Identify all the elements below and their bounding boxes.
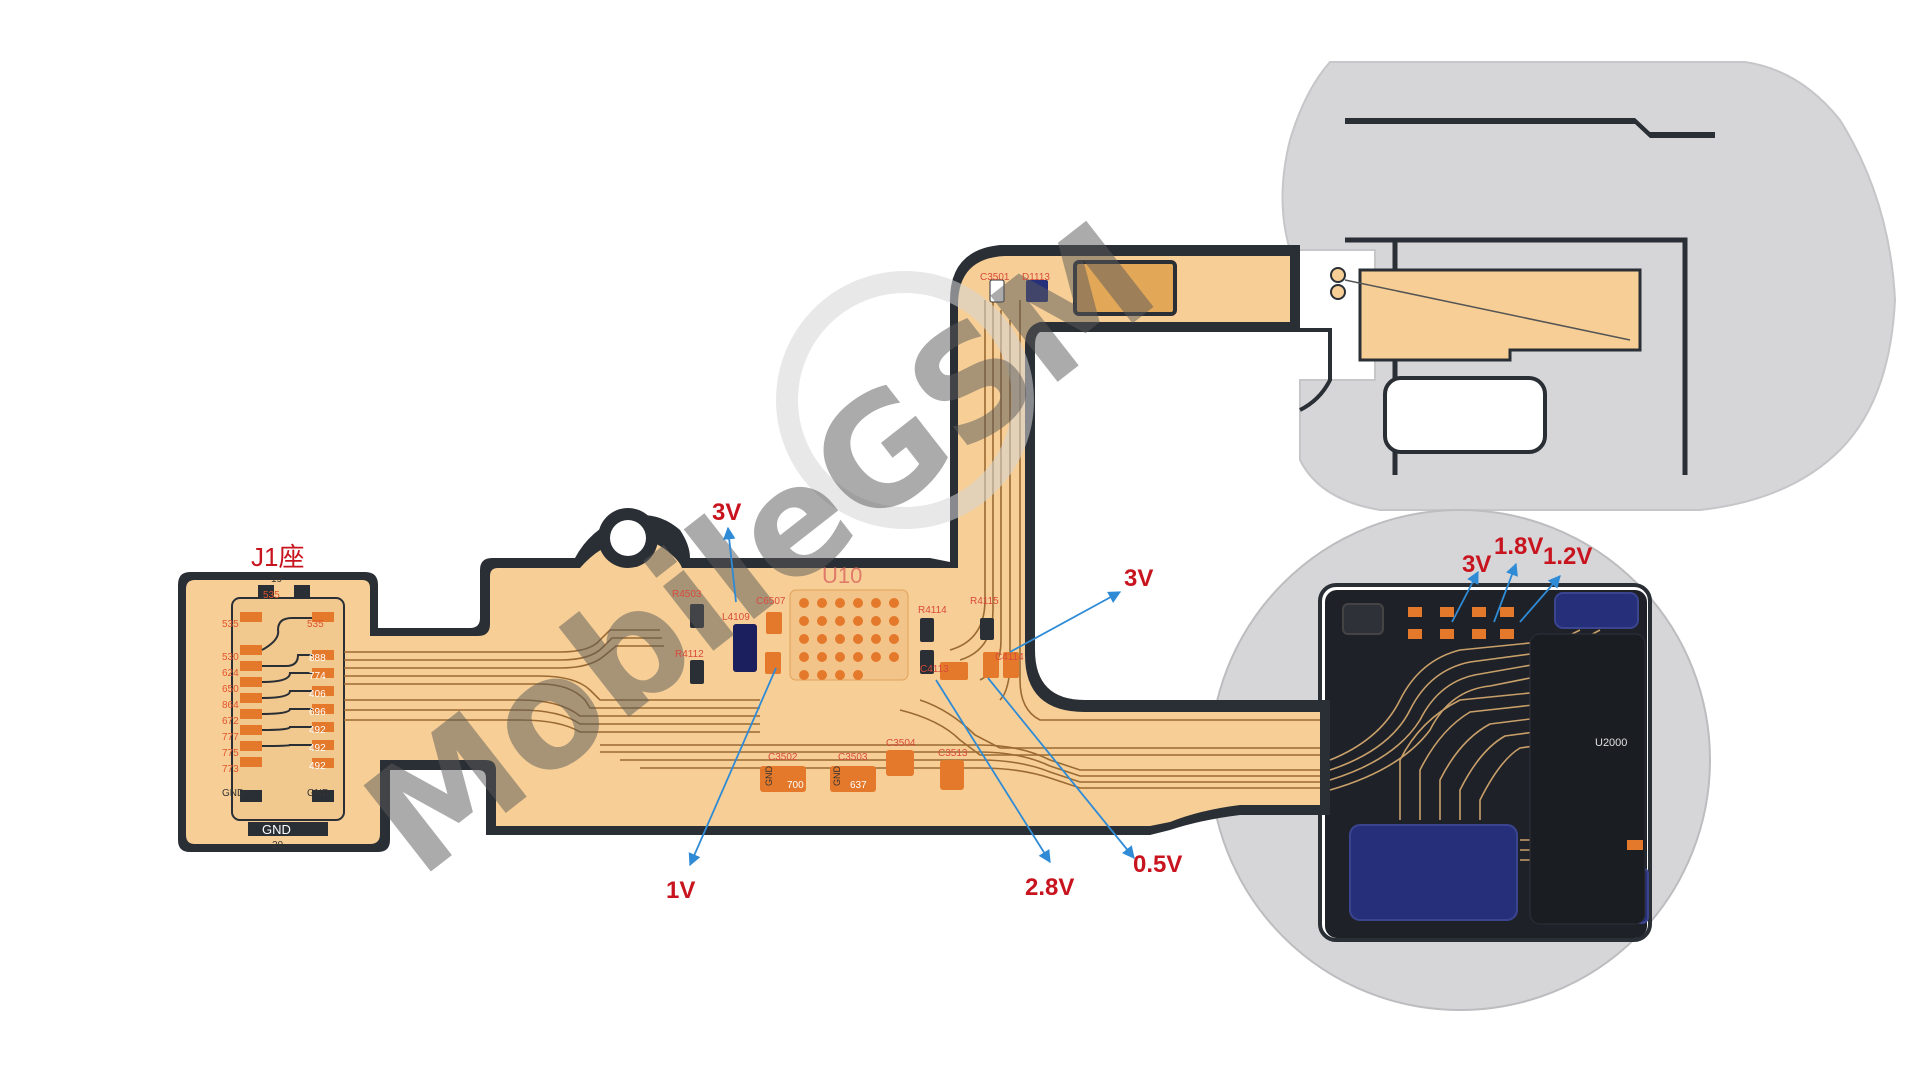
right-pin-label: 492 [309, 743, 326, 754]
arrow-3v-top [722, 526, 737, 603]
left-pin-label: 650 [222, 684, 239, 695]
connector-labels: J1座 19 535 20 GND 535 530 624 650 864 67… [222, 542, 329, 851]
gnd-label-c3503: GND [832, 766, 842, 787]
right-pin-label: GND [307, 788, 329, 799]
pin-top-net: 535 [263, 590, 280, 601]
left-pin-label: 773 [222, 764, 239, 775]
voltage-arrows [688, 526, 1561, 867]
right-pin-label: 492 [309, 761, 326, 772]
u10-chip [789, 589, 909, 681]
left-pin-label: 530 [222, 652, 239, 663]
voltage-labels: 3V 1V 3V 2.8V 0.5V 3V 1.8V 1.2V [666, 499, 1592, 904]
left-pin-label: 535 [222, 619, 239, 630]
voltage-3v-u2000: 3V [1462, 551, 1491, 578]
traces [344, 300, 1320, 789]
l4109-inductor [733, 624, 757, 672]
u10-label: U10 [822, 563, 862, 588]
arrow-0-5v [987, 677, 1135, 859]
r4115-label: R4115 [970, 596, 999, 607]
arrow-2-8v [935, 679, 1051, 864]
left-pin-label: 624 [222, 668, 239, 679]
c3502-label: C3502 [768, 752, 798, 763]
components [690, 279, 1048, 792]
c6507-label: C6507 [756, 596, 786, 607]
r4114-label: R4114 [918, 605, 947, 616]
r4503-label: R4503 [672, 589, 702, 600]
c4114-label: C4114 [995, 652, 1024, 663]
net-637-label: 637 [850, 780, 867, 791]
voltage-2-8v: 2.8V [1025, 874, 1074, 901]
c3513-label: C3513 [938, 748, 968, 759]
right-pin-label: 406 [309, 689, 326, 700]
l4109-label: L4109 [722, 612, 750, 623]
voltage-1v: 1V [666, 877, 695, 904]
right-pin-label: 492 [309, 725, 326, 736]
voltage-1-8v: 1.8V [1494, 533, 1543, 560]
voltage-1-2v: 1.2V [1543, 543, 1592, 570]
left-pin-label: 864 [222, 700, 239, 711]
right-pin-label: 774 [309, 671, 326, 682]
c3503-label: C3503 [838, 752, 868, 763]
right-pin-label: 888 [309, 653, 326, 664]
r4112-label: R4112 [675, 649, 704, 660]
pin-top-number: 19 [271, 574, 283, 585]
arrow-3v-right [1009, 591, 1122, 653]
connector-title: J1座 [251, 542, 304, 572]
pin-bottom-number: 20 [272, 840, 284, 851]
left-pin-label: 672 [222, 716, 239, 727]
connector-pads [240, 612, 334, 802]
arrow-1v [688, 667, 777, 867]
left-pin-label: 775 [222, 748, 239, 759]
u2000-label: U2000 [1595, 737, 1627, 749]
arrow-1-2v [1519, 575, 1561, 623]
voltage-3v-top: 3V [712, 499, 741, 526]
right-pin-label: 696 [309, 707, 326, 718]
right-pin-label: 535 [307, 619, 324, 630]
component-labels: U10 U2000 R4503 R4112 L4109 C6507 C3502 … [672, 272, 1627, 791]
arrow-1-8v [1493, 562, 1518, 623]
left-pin-label: GND [222, 788, 244, 799]
u2000-chip-group [1349, 592, 1649, 925]
c4113-label: C4113 [920, 664, 949, 675]
pin-bottom-net: GND [262, 822, 291, 837]
c3501-label: C3501 [980, 272, 1010, 283]
arrow-3v-u2000 [1451, 570, 1479, 623]
voltage-0-5v: 0.5V [1133, 851, 1182, 878]
gnd-label-c3502: GND [764, 766, 774, 787]
c3504-label: C3504 [886, 738, 916, 749]
voltage-3v-right: 3V [1124, 565, 1153, 592]
net-700-label: 700 [787, 780, 804, 791]
d1113-label: D1113 [1022, 272, 1050, 283]
left-pin-label: 777 [222, 732, 239, 743]
